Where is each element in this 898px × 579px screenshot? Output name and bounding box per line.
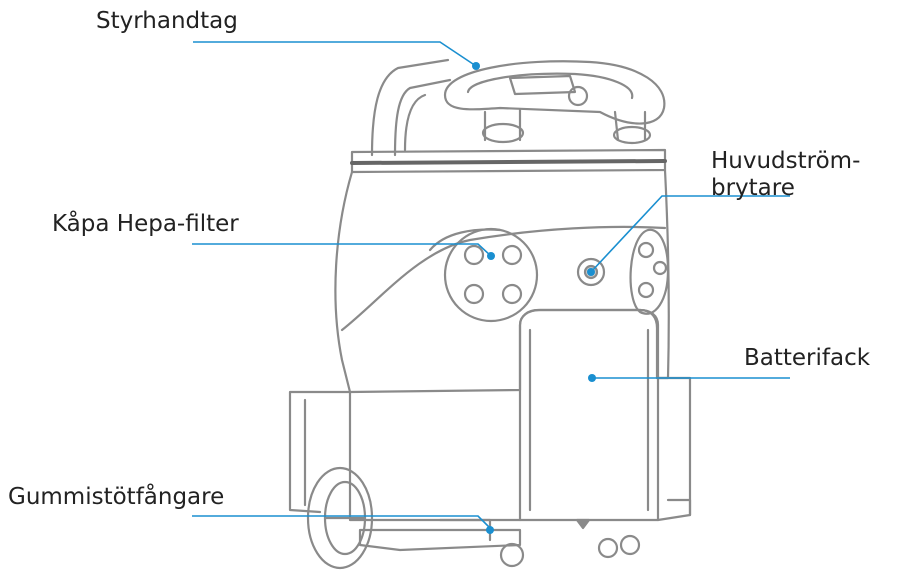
label-handle: Styrhandtag (96, 8, 238, 35)
hepa-panel (430, 230, 500, 250)
dot-power (587, 268, 595, 276)
body-curve (342, 227, 665, 330)
dot-handle (472, 62, 480, 70)
callout-power (591, 196, 790, 272)
callout-hepa (192, 244, 491, 256)
steering-knob (569, 87, 587, 105)
callout-dots (472, 62, 596, 534)
lower-body (290, 392, 520, 520)
label-hepa-cover: Kåpa Hepa-filter (52, 211, 239, 238)
handle-frame-inner (405, 95, 425, 150)
label-main-switch: Huvudström- brytare (711, 148, 860, 202)
handle-base-left (483, 124, 523, 142)
dot-bumper (486, 526, 494, 534)
body-outline (335, 170, 668, 392)
caster-3 (621, 536, 639, 554)
right-disc (631, 230, 668, 314)
label-main-switch-line1: Huvudström- (711, 148, 860, 175)
dot-hepa (487, 252, 495, 260)
hepa-disc (445, 229, 537, 321)
caster-2 (599, 539, 617, 557)
steering-display (510, 76, 575, 94)
label-battery: Batterifack (744, 345, 870, 372)
caster-1 (501, 544, 523, 566)
lower-right (658, 378, 690, 520)
machine-illustration (290, 60, 690, 568)
bumper (360, 530, 520, 550)
battery-arrow (577, 520, 589, 528)
battery-door (520, 310, 658, 520)
label-main-switch-line2: brytare (711, 175, 860, 202)
dot-battery (588, 374, 596, 382)
callouts (192, 42, 790, 528)
label-bumper: Gummistötfångare (8, 484, 224, 511)
